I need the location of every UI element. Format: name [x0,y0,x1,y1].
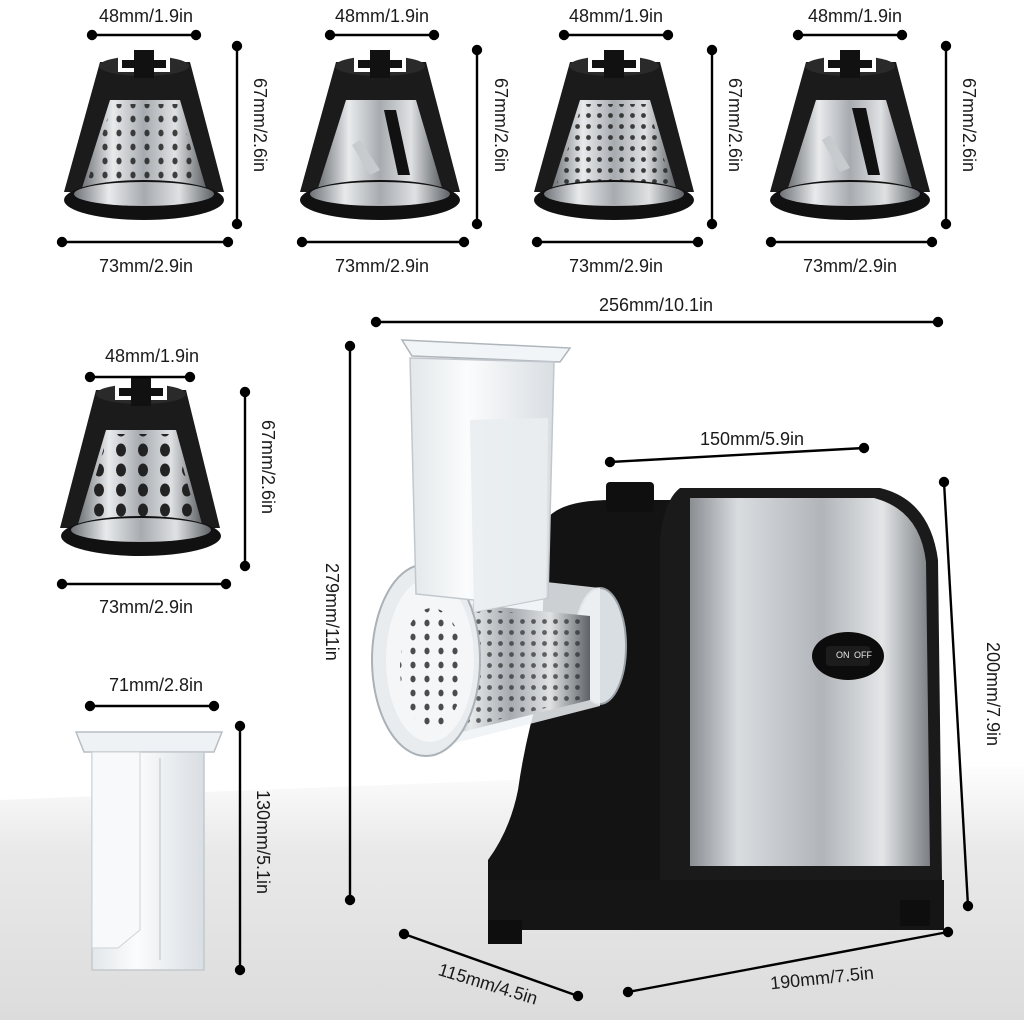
dim-line-blade-1 [56,29,243,248]
blade-3-bottom-diameter-label: 73mm/2.9in [568,256,664,276]
pusher-width-label: 71mm/2.8in [108,675,204,695]
blade-1-bottom-diameter-label: 73mm/2.9in [98,256,194,276]
blade-1-illustration [64,50,224,220]
blade-2-bottom-diameter-label: 73mm/2.9in [334,256,430,276]
blade-3-height-label: 67mm/2.6in [725,78,745,173]
dim-line-blade-2 [296,29,483,248]
blade-5-bottom-diameter-label: 73mm/2.9in [98,597,194,617]
food-pusher-illustration [74,731,224,971]
dim-line-blade-3 [531,29,718,248]
machine-overall-width-label: 256mm/10.1in [598,295,714,315]
blade-2-illustration [300,50,460,220]
blade-1-top-diameter-label: 48mm/1.9in [98,6,194,26]
pusher-height-label: 130mm/5.1in [253,790,273,895]
blade-4-illustration [770,50,930,220]
blade-1-height-label: 67mm/2.6in [250,78,270,173]
blade-3-top-diameter-label: 48mm/1.9in [568,6,664,26]
blade-3-illustration [534,50,694,220]
blade-4-bottom-diameter-label: 73mm/2.9in [802,256,898,276]
dim-line-blade-5 [56,371,251,590]
blade-4-height-label: 67mm/2.6in [959,78,979,173]
machine-body-height-label: 200mm/7.9in [983,642,1003,747]
blade-5-height-label: 67mm/2.6in [258,420,278,515]
dim-line-pusher [84,700,246,976]
blade-5-illustration [60,378,221,556]
machine-body-top-label: 150mm/5.9in [699,429,805,449]
blade-4-top-diameter-label: 48mm/1.9in [807,6,903,26]
blade-5-top-diameter-label: 48mm/1.9in [104,346,200,366]
dim-line-blade-4 [765,29,952,248]
blade-2-height-label: 67mm/2.6in [491,78,511,173]
blade-2-top-diameter-label: 48mm/1.9in [334,6,430,26]
dim-line-machine [344,316,974,1002]
switch-off-label: OFF [854,650,872,660]
salad-maker-illustration [371,339,944,944]
machine-overall-height-label: 279mm/11in [322,563,342,661]
switch-on-label: ON [836,650,850,660]
